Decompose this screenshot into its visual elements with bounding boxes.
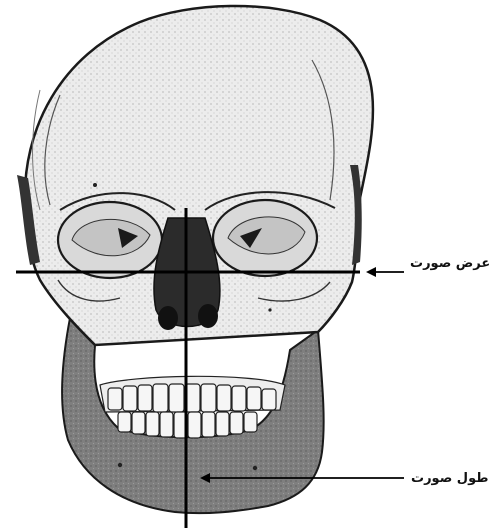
right-orbit bbox=[213, 200, 317, 276]
facial-height-label: طول صورت bbox=[411, 471, 488, 486]
width-arrow bbox=[366, 267, 404, 277]
facial-width-label: عرض صورت bbox=[410, 256, 490, 271]
left-orbit bbox=[58, 202, 162, 278]
upper-teeth bbox=[100, 376, 285, 412]
